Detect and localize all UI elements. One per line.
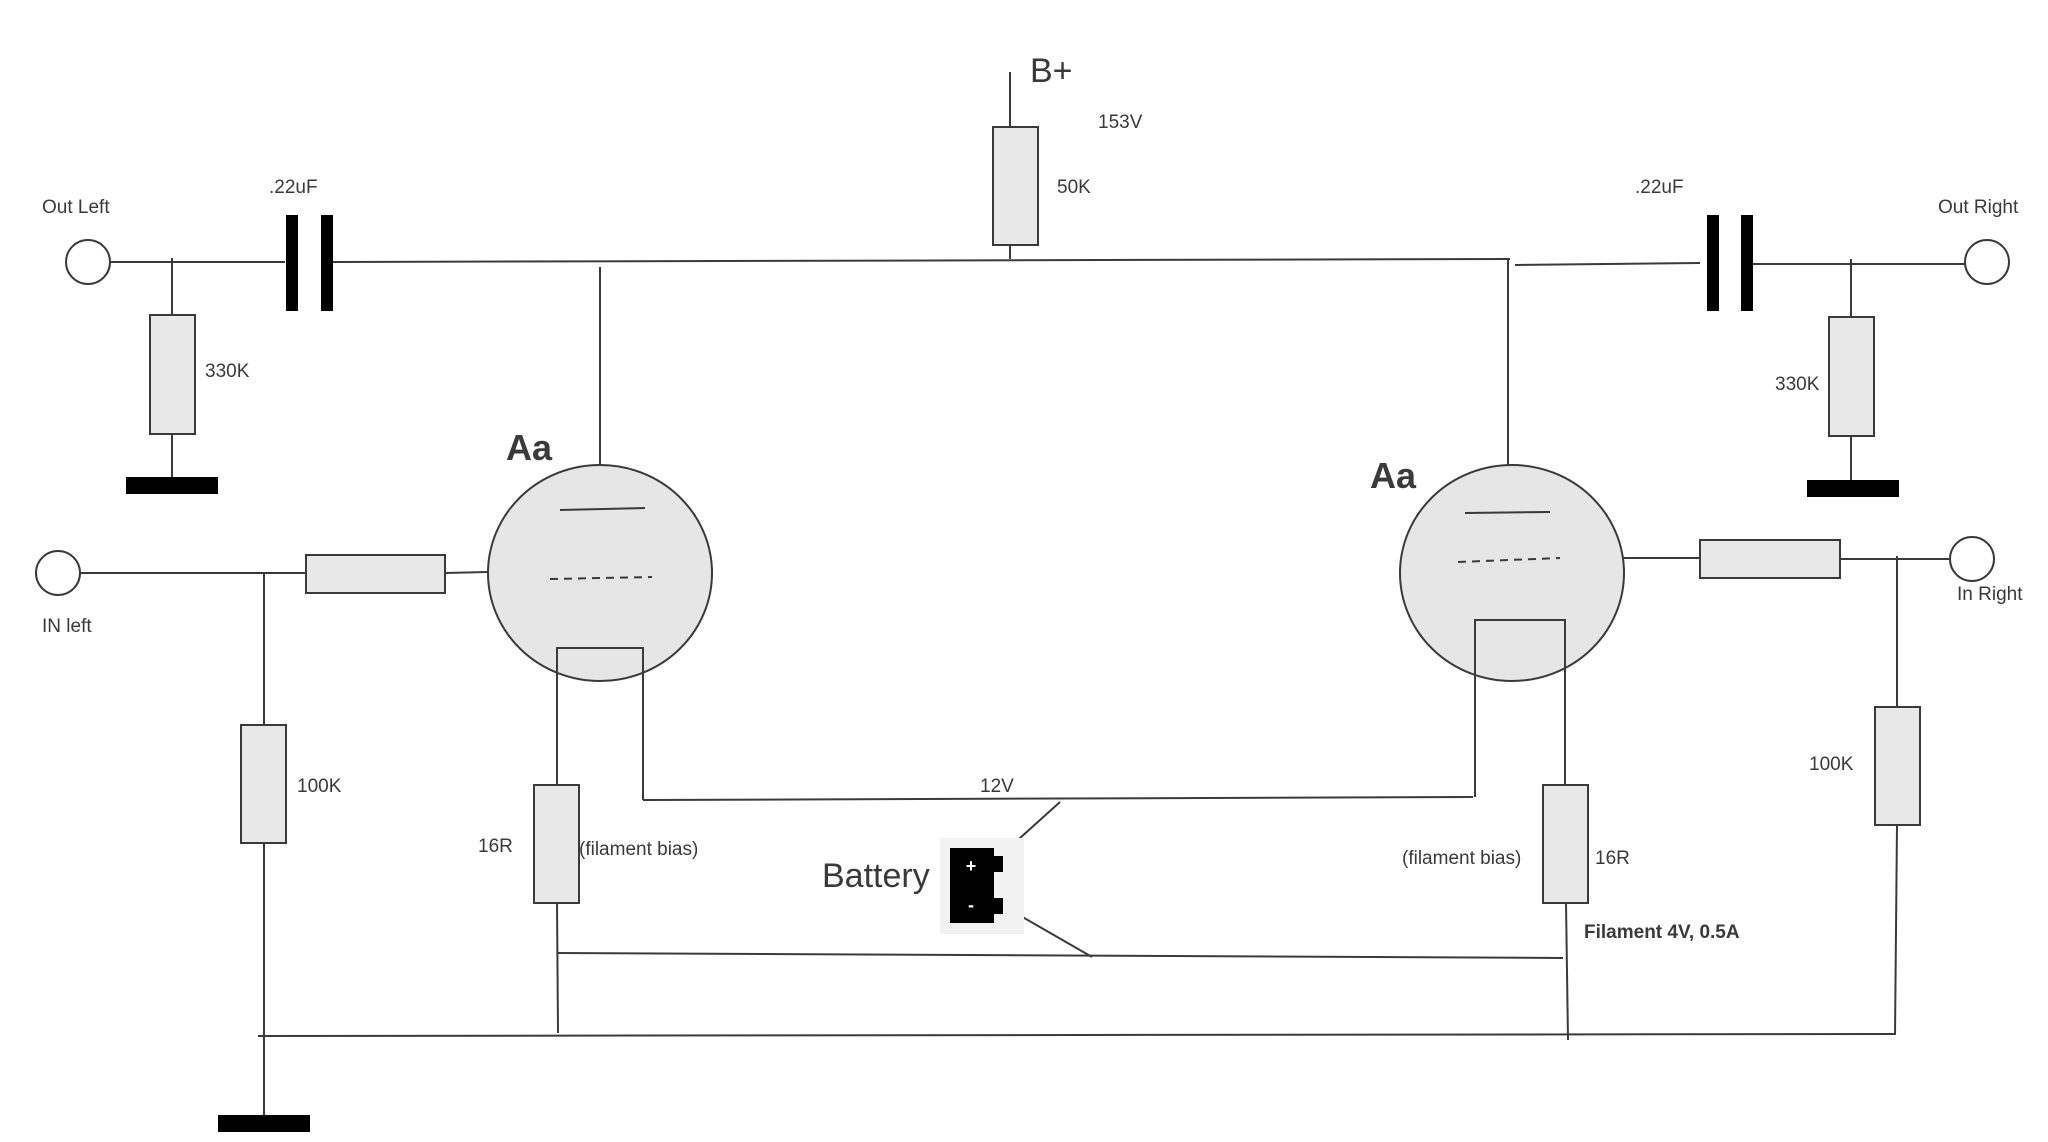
bplus-label: B+: [1030, 52, 1073, 90]
battery: + -: [940, 838, 1024, 934]
out-right-jack: [1964, 239, 2010, 285]
bplus-resistor: [992, 126, 1039, 246]
right-grid-resistor-label: 100K: [1809, 754, 1854, 775]
tube-left-grid: [549, 576, 653, 580]
out-left-jack: [65, 239, 111, 285]
out-left-resistor: [149, 314, 196, 435]
cap-right-plate-b: [1741, 215, 1753, 311]
in-right-jack: [1949, 536, 1995, 582]
out-left-label: Out Left: [42, 197, 110, 218]
battery-voltage-label: 12V: [980, 776, 1014, 797]
cap-right-label: .22uF: [1635, 177, 1684, 198]
left-grid-resistor-label: 100K: [297, 776, 342, 797]
filament-return-line: [556, 952, 1564, 959]
left-filament-note: (filament bias): [579, 839, 698, 860]
cap-left-plate-a: [286, 215, 298, 311]
right-filament-note: (filament bias): [1402, 848, 1521, 869]
out-right-resistor-label: 330K: [1775, 374, 1820, 395]
out-right-resistor: [1828, 316, 1875, 437]
cap-right-plate-a: [1707, 215, 1719, 311]
cap-left-plate-b: [321, 215, 333, 311]
left-filament-resistor: [533, 784, 580, 904]
in-right-resistor: [1699, 539, 1841, 579]
left-filament-r-tail: [556, 902, 559, 1034]
in-right-label: In Right: [1957, 584, 2023, 605]
tube-right-plate: [1464, 511, 1551, 514]
out-left-resistor-label: 330K: [205, 361, 250, 382]
right-filament-r-tail: [1565, 902, 1569, 1041]
ground-bus: [257, 1033, 1896, 1037]
out-right-label: Out Right: [1938, 197, 2019, 218]
cap-right: [1707, 215, 1753, 311]
right-grid-resistor: [1874, 706, 1921, 826]
tube-left: [487, 464, 713, 700]
plate-bus: [332, 258, 1511, 263]
left-grid-resistor: [240, 724, 287, 844]
cap-left-label: .22uF: [269, 177, 318, 198]
battery-body: [950, 848, 994, 923]
filament-12v-line: [642, 796, 1474, 801]
battery-minus-sign: -: [968, 895, 974, 915]
ground-out-left: [126, 477, 218, 494]
tube-right: [1399, 464, 1625, 690]
wiring: [78, 72, 1965, 1115]
battery-plus-terminal: [994, 856, 1003, 872]
filament-spec-label: Filament 4V, 0.5A: [1584, 922, 1740, 943]
left-filament-resistor-label: 16R: [478, 836, 513, 857]
tube-left-label: Aa: [506, 427, 553, 468]
battery-minus-terminal: [994, 898, 1003, 914]
right-filament-resistor-label: 16R: [1595, 848, 1630, 869]
battery-plus-sign: +: [966, 856, 977, 876]
right-filament-resistor: [1542, 784, 1589, 904]
tube-left-filament: [556, 647, 644, 700]
right-grid-r-tail: [1894, 824, 1898, 1036]
ground-main: [218, 1115, 310, 1132]
in-left-resistor: [305, 554, 446, 594]
ground-out-right: [1807, 480, 1899, 497]
plate-bus-right: [1514, 262, 1701, 266]
bplus-voltage-label: 153V: [1098, 112, 1143, 133]
tube-right-envelope: [1399, 464, 1625, 682]
in-left-label: IN left: [42, 616, 92, 637]
battery-label: Battery: [822, 857, 930, 895]
tube-left-envelope: [487, 464, 713, 682]
in-left-jack: [35, 550, 81, 596]
tube-right-filament: [1474, 619, 1566, 690]
tube-right-grid: [1457, 557, 1561, 563]
bplus-resistor-label: 50K: [1057, 177, 1091, 198]
cap-left: [286, 215, 333, 311]
tube-left-plate: [559, 507, 646, 511]
tube-right-label: Aa: [1370, 455, 1417, 496]
